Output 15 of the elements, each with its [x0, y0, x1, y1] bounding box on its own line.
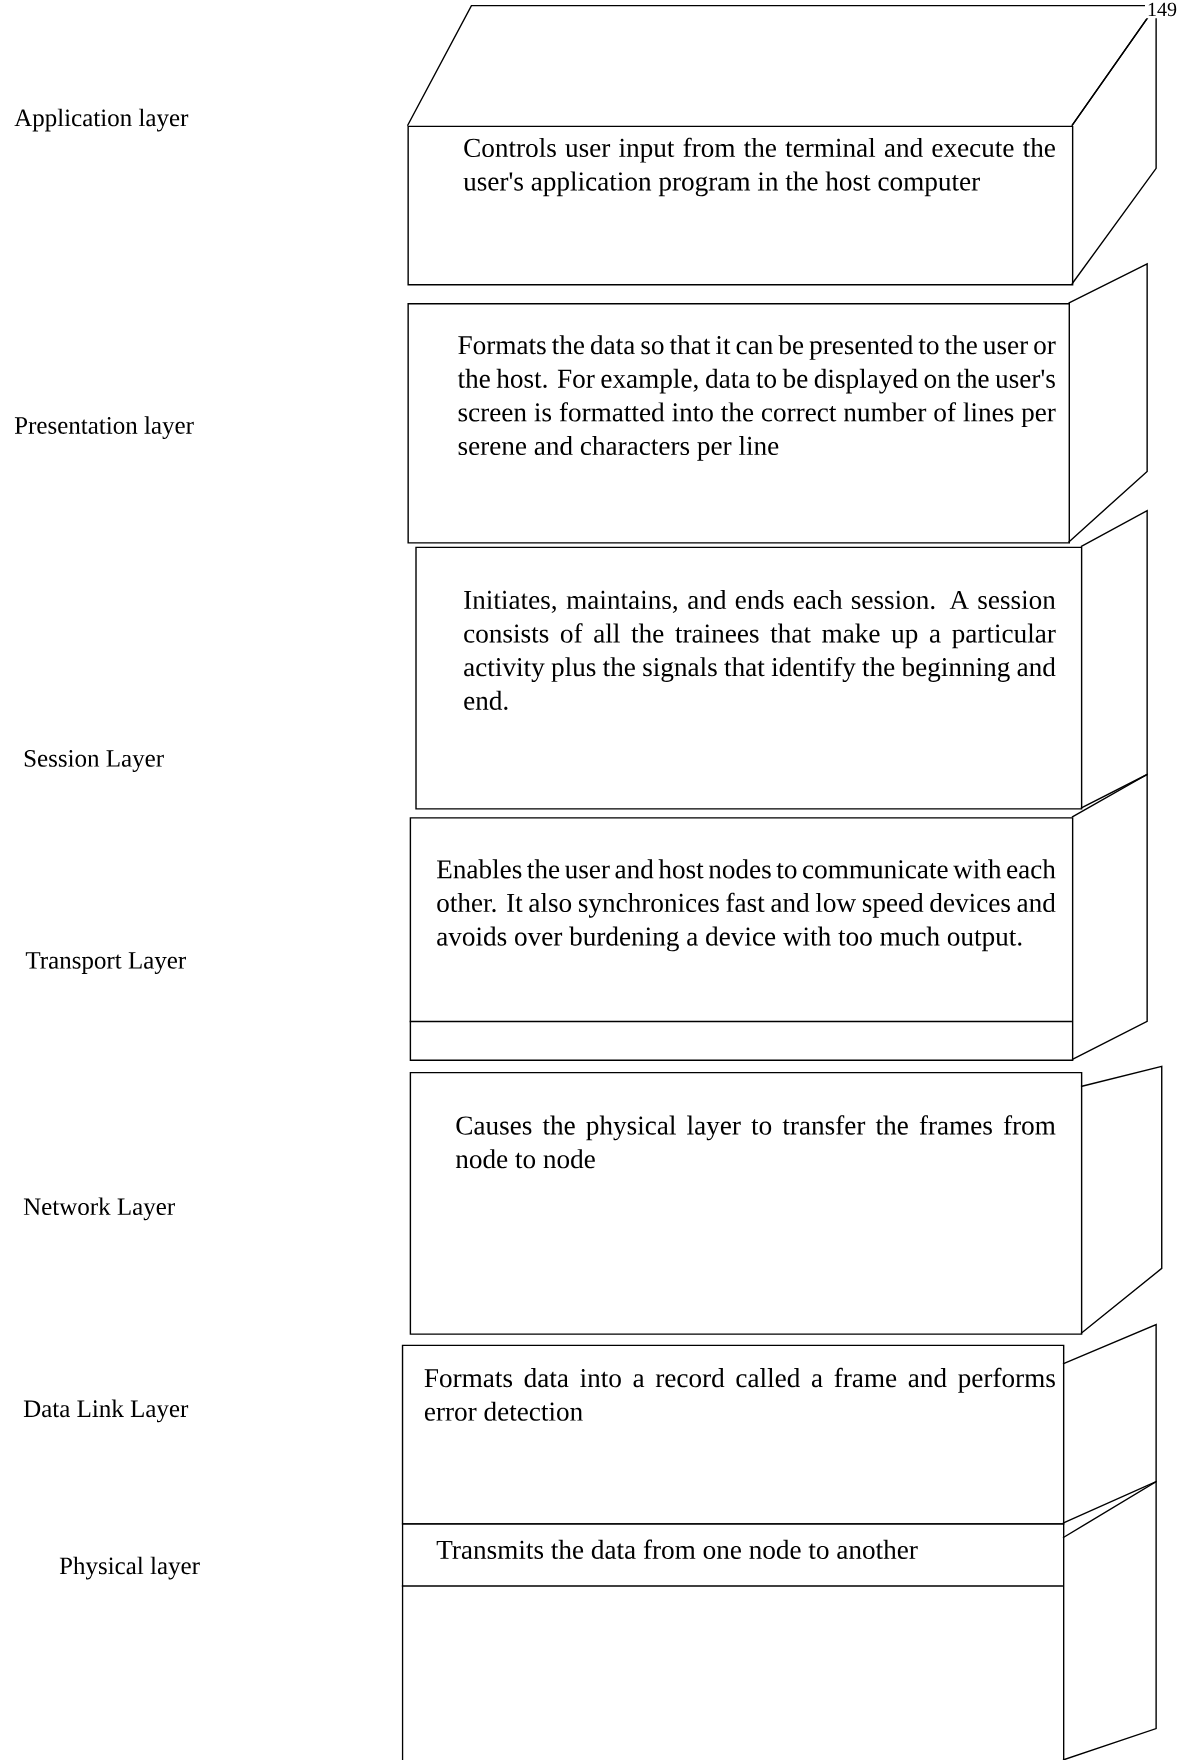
layer-box: Enables the user and host nodes to communicate with each other. It also synchronices fast and low speed devices and avoids over burdening a device with too much output. — [409, 817, 1074, 1061]
layer-box: Formats data into a record called a frame and performs error detection — [402, 1344, 1065, 1525]
layer-name: Presentation layer — [15, 416, 194, 440]
layer-box: Formats the data so that it can be presented to the user or the host. For example, data to be displayed on the user's screen is formatted into the correct number of lines per serene and characters per line — [407, 303, 1071, 544]
layer-box: Transmits the data from one node to another — [402, 1523, 1065, 1760]
layer-name: Application layer — [14, 108, 189, 132]
layer-box: Initiates, maintains, and ends each session. A session consists of all the trainees that make up a particular activity plus the signals that identify the beginning and end. — [415, 546, 1083, 810]
layer-name: Transport Layer — [26, 952, 187, 974]
layer-name: Data Link Layer — [24, 1399, 189, 1423]
layer-box: Causes the physical layer to transfer the frames from node to node — [409, 1071, 1083, 1335]
page-number: 149 — [1145, 0, 1180, 19]
layer-name: Session Layer — [24, 750, 164, 772]
layer-box: Controls user input from the terminal and execute the user's application program in the host computer — [407, 125, 1074, 286]
layer-name: Network Layer — [24, 1197, 176, 1221]
layer-name: Physical layer — [59, 1556, 200, 1580]
